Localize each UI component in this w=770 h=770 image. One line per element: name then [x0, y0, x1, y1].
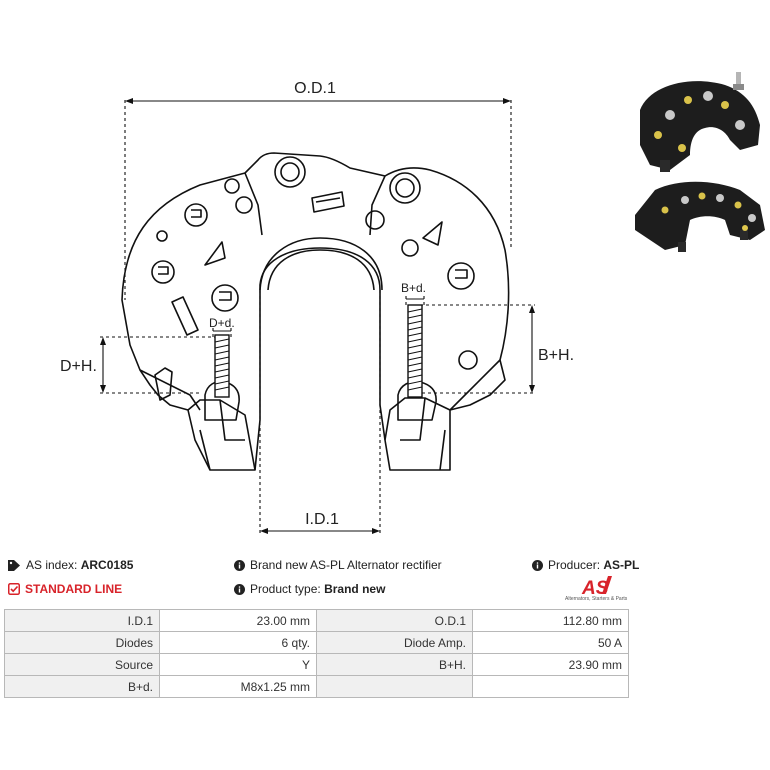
spec-value	[472, 675, 629, 698]
bd-label: B+d.	[401, 281, 426, 295]
producer-row: Producer: AS-PL	[532, 558, 639, 572]
info-icon	[532, 559, 543, 571]
logo-tagline: Alternators, Starters & Parts	[565, 596, 628, 602]
spec-value: 50 A	[472, 631, 629, 654]
as-pl-logo: AS	[581, 576, 612, 599]
as-index-value: ARC0185	[80, 558, 134, 572]
spec-value: 6 qty.	[159, 631, 317, 654]
product-type-label: Product type:	[250, 582, 321, 596]
bh-label: B+H.	[538, 347, 574, 364]
od-label: O.D.1	[294, 80, 336, 97]
spec-value: 23.00 mm	[159, 609, 317, 632]
product-type-row: Product type: Brand new	[234, 582, 385, 596]
as-index-row: AS index: ARC0185	[8, 558, 133, 572]
spec-label	[316, 675, 473, 698]
product-photo	[635, 72, 765, 252]
producer-label: Producer:	[548, 558, 601, 572]
logo-mark: AS	[581, 578, 609, 599]
info-icon	[234, 583, 245, 595]
spec-value: 23.90 mm	[472, 653, 629, 676]
checkbox-icon	[8, 583, 20, 595]
producer-value: AS-PL	[603, 558, 640, 572]
spec-value: M8x1.25 mm	[159, 675, 317, 698]
specifications-table: I.D.1 23.00 mm O.D.1 112.80 mm Diodes 6 …	[4, 609, 629, 698]
spec-label: O.D.1	[316, 609, 473, 632]
id-label: I.D.1	[305, 511, 339, 528]
info-icon	[234, 559, 245, 571]
spec-label: B+d.	[4, 675, 160, 698]
spec-label: Diode Amp.	[316, 631, 473, 654]
rectifier-body-outline	[121, 152, 510, 471]
spec-label: Diodes	[4, 631, 160, 654]
standard-line-row: STANDARD LINE	[8, 582, 122, 596]
standard-line-label: STANDARD LINE	[25, 582, 123, 596]
tag-icon	[8, 559, 21, 571]
spec-value: 112.80 mm	[472, 609, 629, 632]
as-index-label: AS index:	[26, 558, 78, 572]
table-row: B+d. M8x1.25 mm	[4, 675, 629, 698]
description-text: Brand new AS-PL Alternator rectifier	[250, 558, 442, 572]
dh-label: D+H.	[60, 358, 97, 375]
dd-label: D+d.	[209, 316, 235, 330]
rectifier-technical-drawing: O.D.1 I.D.1 D+H. B+H. D+d. B+d.	[60, 80, 574, 535]
description-row: Brand new AS-PL Alternator rectifier	[234, 558, 442, 572]
spec-label: Source	[4, 653, 160, 676]
spec-label: I.D.1	[4, 609, 160, 632]
spec-label: B+H.	[316, 653, 473, 676]
table-row: Diodes 6 qty. Diode Amp. 50 A	[4, 631, 629, 654]
table-row: Source Y B+H. 23.90 mm	[4, 653, 629, 676]
table-row: I.D.1 23.00 mm O.D.1 112.80 mm	[4, 609, 629, 632]
product-type-value: Brand new	[324, 582, 386, 596]
spec-value: Y	[159, 653, 317, 676]
